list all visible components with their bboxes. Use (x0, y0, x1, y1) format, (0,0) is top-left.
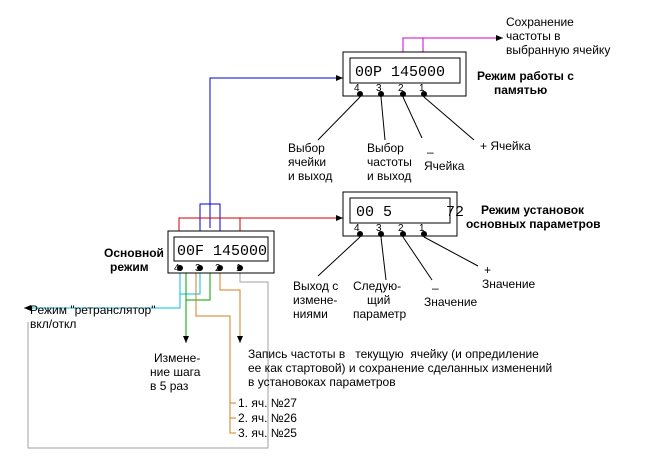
memory-button-4[interactable] (357, 91, 363, 97)
settings-button-3[interactable] (378, 231, 384, 237)
memory-btn2-1: – (427, 145, 434, 159)
main-button-1[interactable] (237, 265, 243, 271)
settings-btn3-1: Следую- (353, 279, 401, 293)
settings-btn3-2: щий (367, 293, 390, 307)
memory-mode-title-1: Режим работы с (477, 69, 574, 83)
settings-leader-2 (402, 236, 433, 281)
wire-green (185, 268, 211, 301)
relay-label-1: Режим "ретранслятор" (30, 303, 155, 317)
wire-cyan-2 (180, 268, 201, 295)
memory-leader-3 (380, 96, 386, 141)
memory-mode-display: 00P 145000 (355, 64, 445, 81)
memory-button-1[interactable] (421, 91, 427, 97)
main-mode-title-1: Основной (104, 246, 164, 260)
save-label-2: частоты в (506, 29, 561, 43)
settings-btn4-1: Выход с (293, 279, 338, 293)
main-button-3[interactable] (197, 265, 203, 271)
memory-btn3-3: и выход (367, 169, 411, 183)
wire-relay (27, 268, 269, 449)
cell-label-1: 1. яч. №27 (238, 396, 297, 410)
memory-btn4-2: ячейки (288, 155, 326, 169)
settings-btn4-2: измене- (293, 293, 337, 307)
step-label-2: ние шага (150, 365, 201, 379)
settings-leader-4 (317, 236, 361, 277)
step-label-1: Измене- (154, 351, 200, 365)
settings-pin-2-label: 2 (398, 223, 404, 234)
write-label-2: ее как стартовой) и сохранение сделанных… (248, 361, 552, 375)
memory-leader-2 (402, 96, 423, 139)
memory-leader-1 (423, 96, 475, 141)
memory-leader-4 (317, 96, 361, 141)
settings-btn3-3: параметр (353, 307, 407, 321)
settings-btn1-2: Значение (482, 277, 536, 291)
cell-label-3: 3. яч. №25 (238, 426, 297, 440)
settings-pin-3-label: 3 (376, 223, 382, 234)
main-mode-title-2: режим (110, 260, 149, 274)
settings-leader-3 (380, 236, 387, 281)
settings-leader-1 (423, 236, 479, 267)
memory-btn3-2: частоты (367, 155, 412, 169)
main-button-4[interactable] (177, 265, 183, 271)
memory-pin-2-label: 2 (398, 83, 404, 94)
memory-btn1: + Ячейка (480, 139, 531, 153)
memory-mode-title-2: памятью (494, 83, 547, 97)
settings-mode-title-1: Режим установок (481, 203, 585, 217)
settings-button-1[interactable] (421, 231, 427, 237)
save-label-1: Сохранение (506, 15, 574, 29)
memory-pin-4-label: 4 (354, 83, 360, 94)
memory-btn4-3: и выход (288, 169, 332, 183)
main-mode-panel: 00F 145000 4 3 2 1 (167, 230, 275, 274)
memory-button-2[interactable] (400, 91, 406, 97)
wire-main-to-memory (209, 75, 343, 228)
settings-btn2-1: – (432, 281, 439, 295)
step-label-3: в 5 раз (150, 379, 189, 393)
settings-btn1-1: + (484, 263, 491, 277)
main-mode-display: 00F 145000 (177, 243, 267, 260)
save-label-3: выбранную ячейку (506, 43, 610, 57)
settings-btn4-3: ниями (293, 307, 328, 321)
memory-pin-3-label: 3 (376, 83, 382, 94)
cell-label-2: 2. яч. №26 (238, 411, 297, 425)
settings-btn2-2: Значение (424, 295, 478, 309)
memory-btn2-2: Ячейка (424, 159, 465, 173)
wire-cyan-1 (24, 268, 181, 311)
relay-label-2: вкл/откл (30, 317, 76, 331)
memory-pin-1-label: 1 (419, 83, 425, 94)
settings-mode-panel: 00 5 72 4 3 2 1 (342, 191, 464, 237)
settings-button-4[interactable] (357, 231, 363, 237)
settings-mode-display: 00 5 72 (356, 204, 464, 221)
main-pin-4-label: 4 (174, 263, 180, 274)
wire-orange-2 (195, 268, 236, 434)
wire-orange-1 (219, 268, 243, 343)
settings-button-2[interactable] (400, 231, 406, 237)
memory-btn3-1: Выбор (367, 141, 404, 155)
write-label-3: в установоках параметров (248, 375, 396, 389)
settings-mode-title-2: основных параметров (466, 217, 601, 231)
write-label-1: Запись частоты в текущую ячейку (и опред… (248, 347, 539, 361)
memory-button-3[interactable] (378, 91, 384, 97)
settings-pin-4-label: 4 (354, 223, 360, 234)
main-button-2[interactable] (217, 265, 223, 271)
memory-mode-panel: 00P 145000 4 3 2 1 (342, 51, 467, 97)
memory-btn4-1: Выбор (288, 141, 325, 155)
settings-pin-1-label: 1 (419, 223, 425, 234)
